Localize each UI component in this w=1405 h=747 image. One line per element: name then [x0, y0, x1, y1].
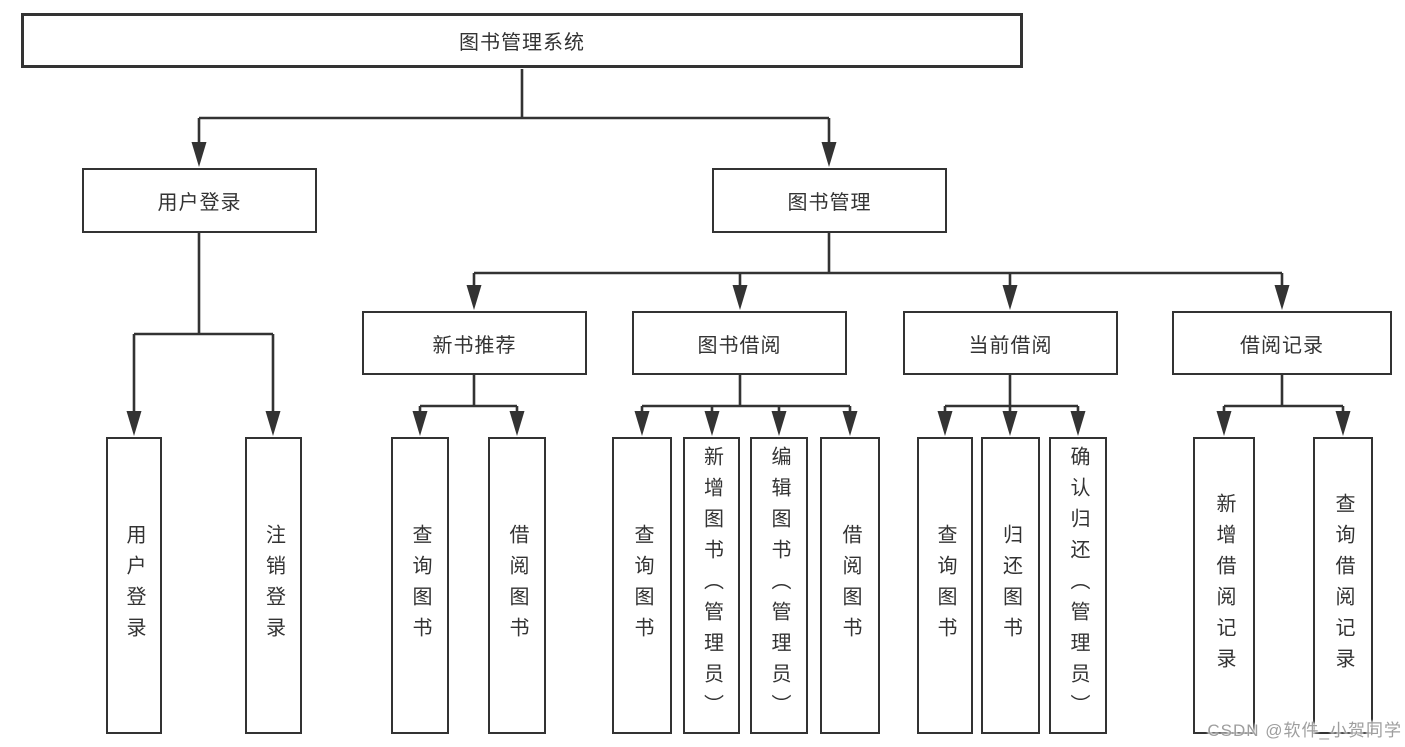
arrow-down-icon	[634, 411, 650, 436]
arrow-down-icon	[1002, 411, 1018, 436]
leaf-br-query-borrow-record: 查询借阅记录	[1313, 437, 1373, 734]
node-new-book-recommend: 新书推荐	[362, 311, 587, 375]
leaf-user-login: 用户登录	[106, 437, 162, 734]
leaf-nb-query-books: 查询图书	[391, 437, 449, 734]
leaf-cb-query-books: 查询图书	[917, 437, 973, 734]
leaf-bb-add-book-admin: 新增图书（管理员）	[683, 437, 740, 734]
arrow-down-icon	[1216, 411, 1232, 436]
arrow-down-icon	[126, 411, 142, 436]
arrow-down-icon	[1002, 285, 1018, 310]
leaf-logout: 注销登录	[245, 437, 302, 734]
leaf-br-add-borrow-record: 新增借阅记录	[1193, 437, 1255, 734]
arrow-down-icon	[509, 411, 525, 436]
arrow-down-icon	[412, 411, 428, 436]
arrow-down-icon	[466, 285, 482, 310]
arrow-down-icon	[732, 285, 748, 310]
arrow-down-icon	[937, 411, 953, 436]
arrow-down-icon	[265, 411, 281, 436]
leaf-bb-edit-book-admin: 编辑图书（管理员）	[750, 437, 808, 734]
leaf-bb-borrow-books: 借阅图书	[820, 437, 880, 734]
arrow-down-icon	[842, 411, 858, 436]
arrow-down-icon	[821, 142, 837, 167]
csdn-watermark: CSDN @软件_小贺同学	[1207, 721, 1402, 740]
leaf-cb-return-books: 归还图书	[981, 437, 1040, 734]
leaf-cb-confirm-return-admin: 确认归还（管理员）	[1049, 437, 1107, 734]
arrow-down-icon	[771, 411, 787, 436]
node-current-borrow: 当前借阅	[903, 311, 1118, 375]
arrow-down-icon	[1070, 411, 1086, 436]
arrow-down-icon	[191, 142, 207, 167]
node-root-system: 图书管理系统	[21, 13, 1023, 68]
node-book-management: 图书管理	[712, 168, 947, 233]
leaf-nb-borrow-books: 借阅图书	[488, 437, 546, 734]
arrow-down-icon	[1335, 411, 1351, 436]
node-book-borrow: 图书借阅	[632, 311, 847, 375]
arrow-down-icon	[704, 411, 720, 436]
node-user-login: 用户登录	[82, 168, 317, 233]
arrow-down-icon	[1274, 285, 1290, 310]
node-borrow-records: 借阅记录	[1172, 311, 1392, 375]
leaf-bb-query-books: 查询图书	[612, 437, 672, 734]
